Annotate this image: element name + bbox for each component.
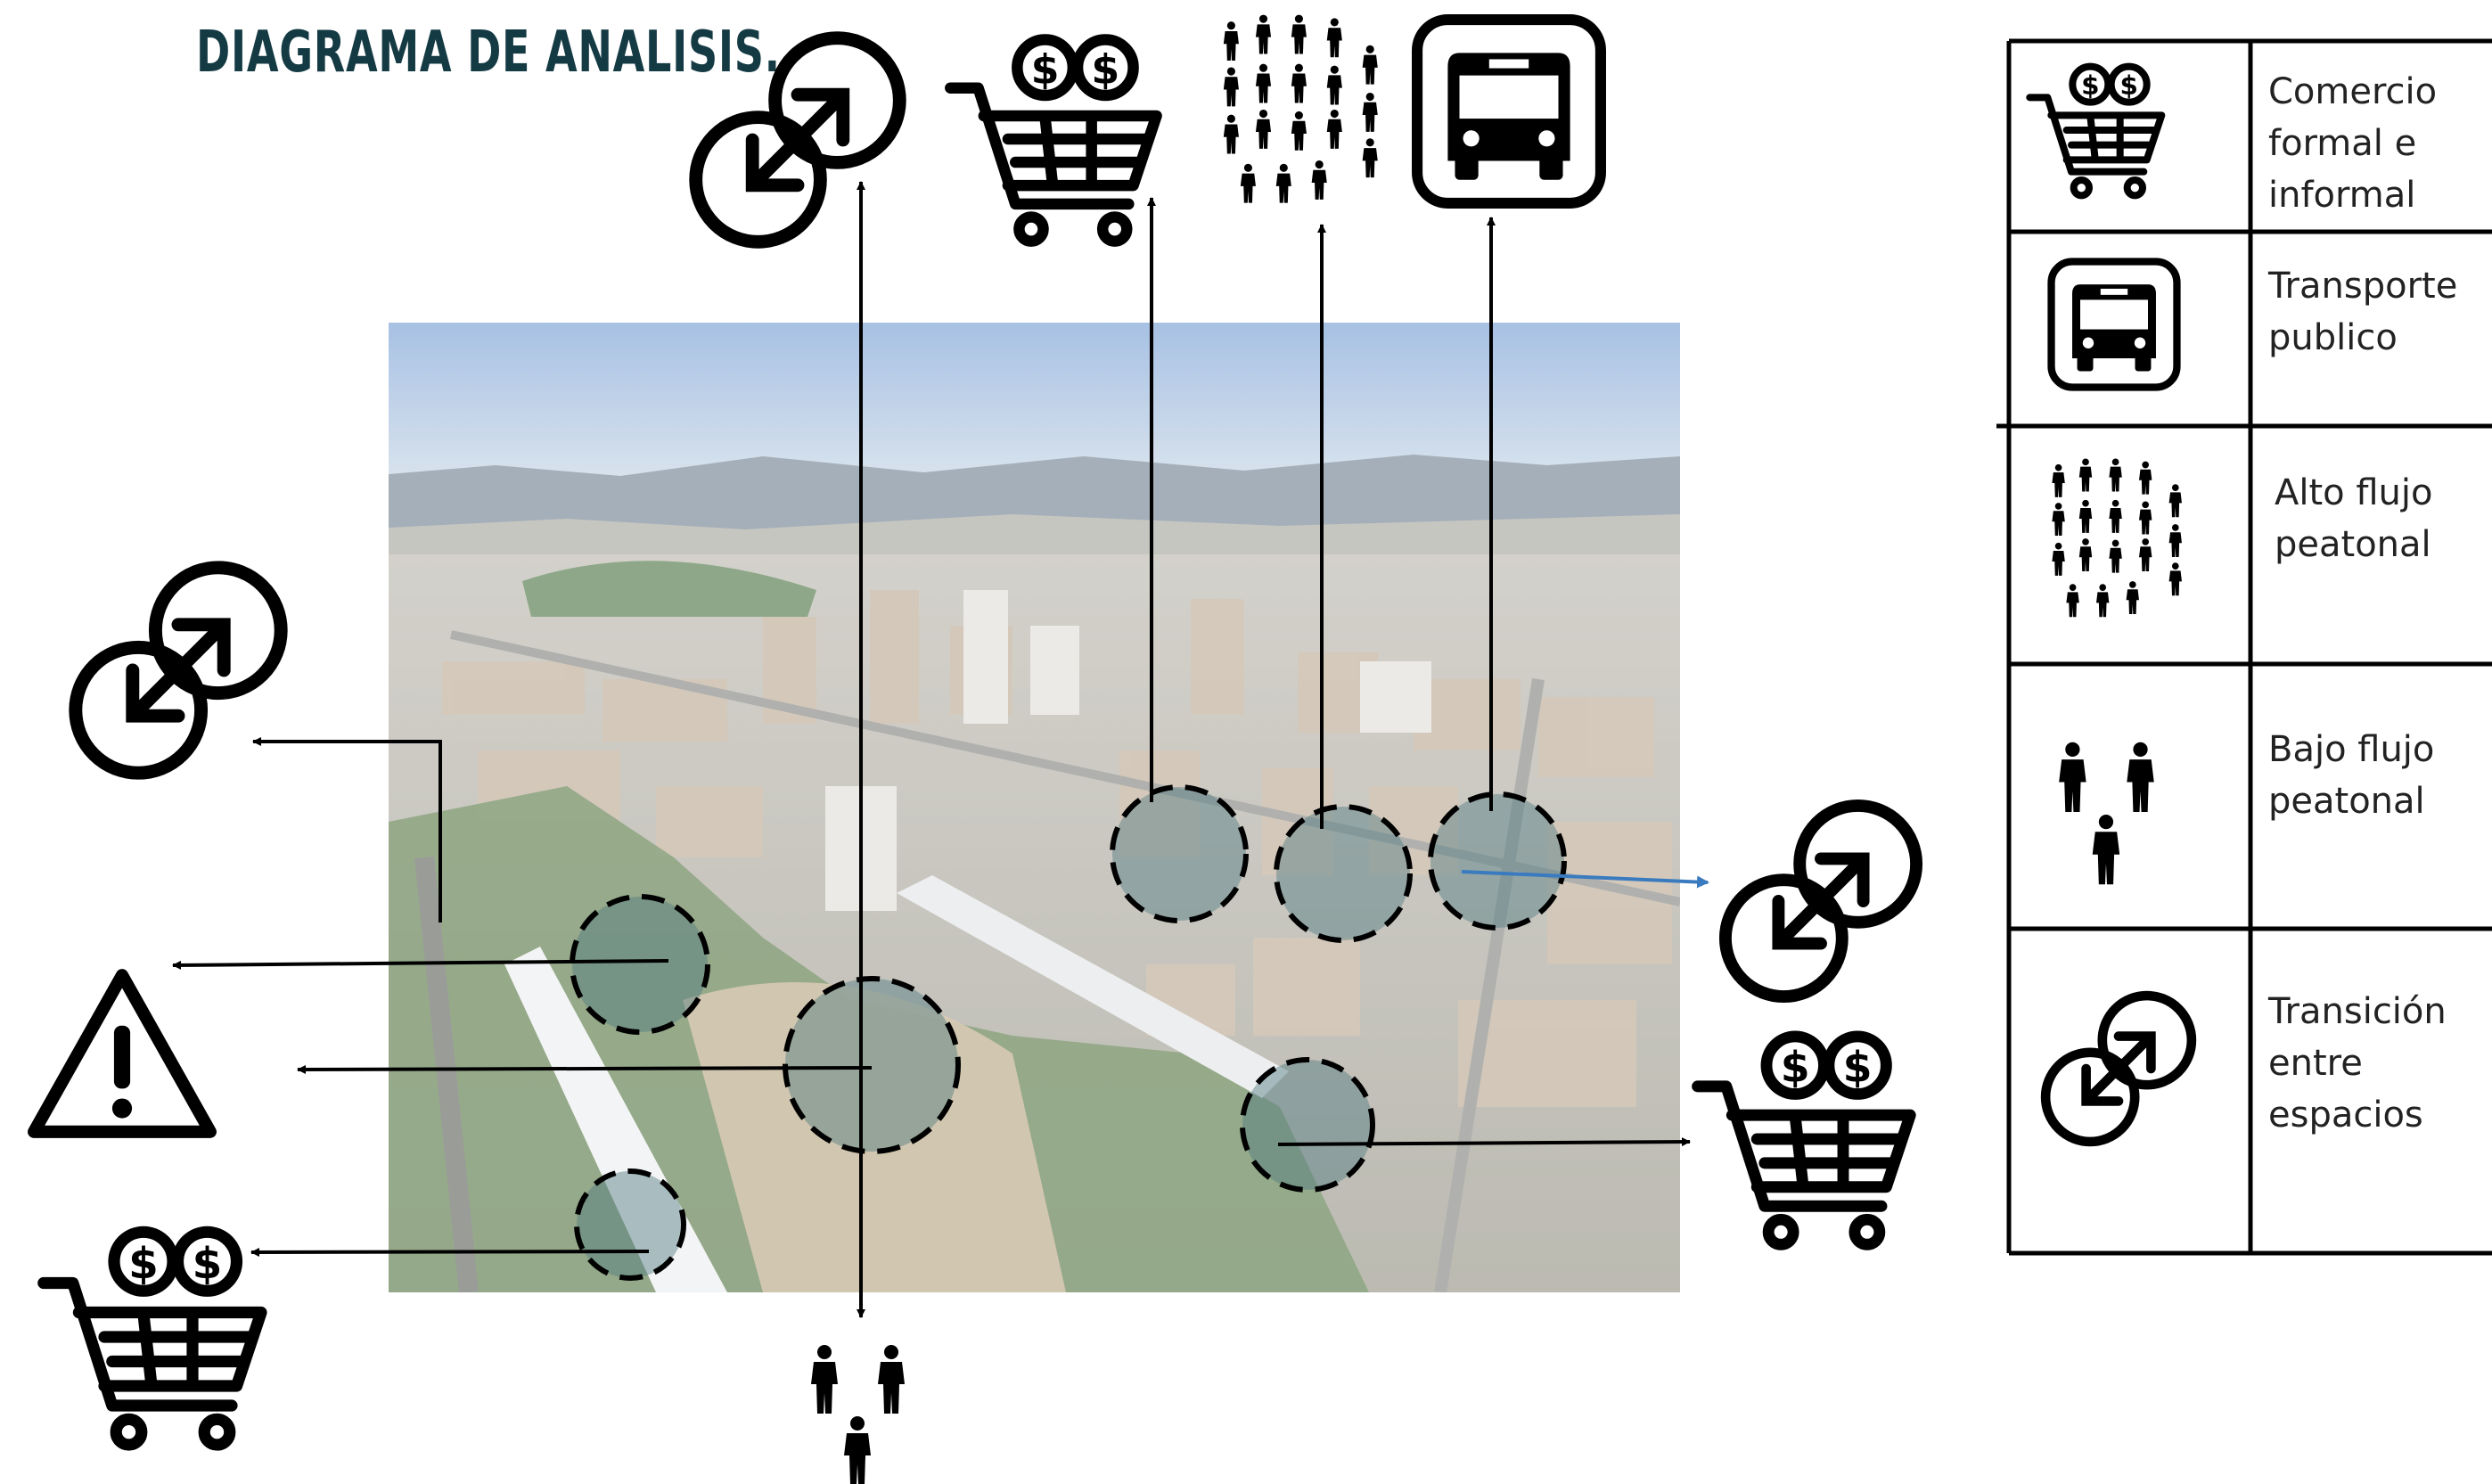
shopping-cart-icon: [950, 40, 1156, 242]
legend-label-transport: Transporte publico: [2268, 266, 2458, 358]
shopping-cart-icon: [44, 1232, 261, 1445]
legend-transition-icon: [2045, 996, 2192, 1142]
warning-icon: [34, 975, 210, 1132]
transition-icon: [1726, 806, 1916, 996]
pedestrians-icon: [811, 1345, 905, 1484]
legend-label-high-flow: Alto flujo peatonal: [2275, 472, 2433, 565]
shopping-cart-icon: [1698, 1037, 1911, 1244]
legend-label-commerce: Comercio formal e informal: [2268, 71, 2438, 216]
crowd-icon: [1224, 15, 1378, 203]
zone-high-flow: [1274, 804, 1413, 943]
legend-shopping-cart-icon: [2029, 67, 2161, 196]
legend-table: [1996, 38, 2492, 1256]
page-title: DIAGRAMA DE ANALISIS.: [196, 20, 781, 86]
zone-transit-station: [1428, 791, 1567, 931]
legend-pedestrians-icon: [2059, 742, 2154, 884]
zone-commerce-lower-left: [574, 1168, 686, 1281]
legend-crowd-icon: [2052, 458, 2182, 617]
aerial-city-photo: [389, 323, 1680, 1292]
legend-label-transition: Transición entre espacios: [2268, 991, 2447, 1136]
legend-label-low-flow: Bajo flujo peatonal: [2268, 729, 2435, 822]
arrow-to-right-cart: [1277, 1137, 1691, 1147]
transition-icon: [76, 568, 281, 773]
zone-central-plaza: [783, 976, 961, 1154]
zone-transition-left: [570, 894, 710, 1035]
arrow-to-warning: [172, 959, 669, 970]
bus-icon: [1417, 20, 1601, 203]
zone-commerce-center: [1110, 784, 1249, 923]
arrow-to-left-transition: [252, 737, 442, 922]
arrow-plaza-west: [297, 1064, 873, 1074]
legend-bus-icon: [2052, 262, 2177, 388]
zone-commerce-right: [1240, 1057, 1375, 1193]
transition-icon: [696, 38, 900, 242]
arrow-to-left-cart: [250, 1247, 650, 1257]
arrow-to-right-transition: [1461, 870, 1709, 889]
